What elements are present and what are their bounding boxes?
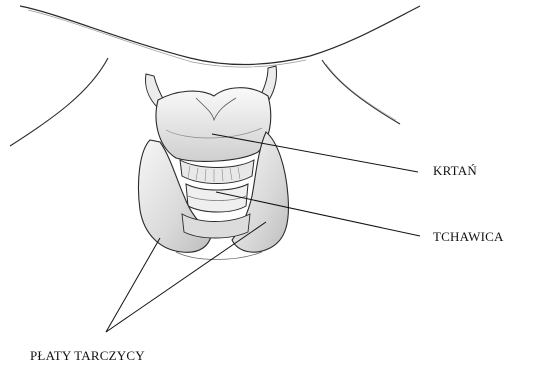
leader-line-thyroid-left (106, 238, 160, 332)
neck-right-outline (322, 60, 400, 124)
label-larynx: KRTAŃ (433, 163, 477, 179)
larynx-cartilage (156, 88, 271, 162)
neck-left-outline (10, 58, 108, 146)
thyroid-lower-edge (176, 252, 262, 260)
jaw-shading (28, 10, 306, 67)
neck-right-shading (326, 64, 396, 120)
jaw-outline (20, 6, 420, 65)
label-thyroid-lobes: PŁATY TARCZYCY (30, 348, 145, 364)
label-trachea: TCHAWICA (433, 229, 504, 245)
cricoid-ring (180, 160, 254, 184)
